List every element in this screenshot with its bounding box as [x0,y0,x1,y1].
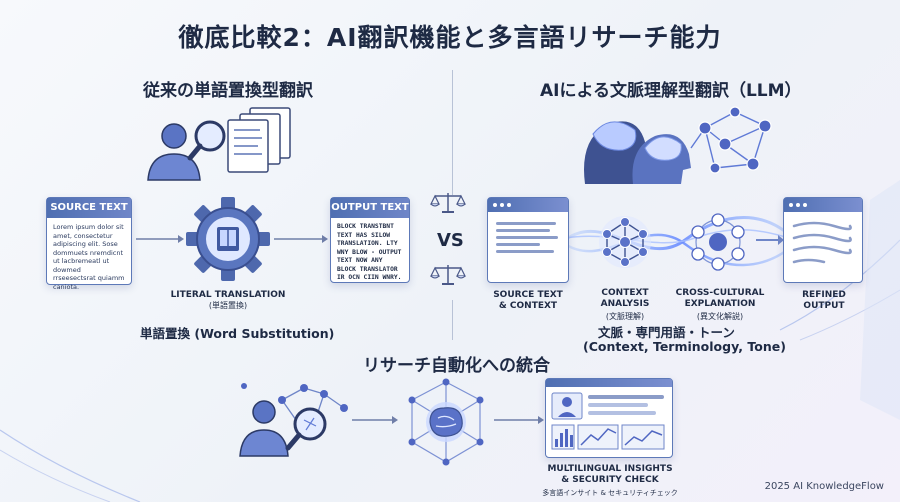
ai-brain-network-illustration [584,106,772,184]
balance-scale-icon [430,265,466,285]
researcher-search-illustration [239,383,348,457]
right-heading: AIによる文脈理解型翻訳（LLM） [540,81,802,101]
multilingual-insights-label: MULTILINGUAL INSIGHTS & SECURITY CHECK [547,464,673,485]
cross-cultural-icon-ring [691,213,745,271]
step-context-analysis-label: CONTEXT ANALYSIS [600,288,650,309]
vs-label: VS [437,230,464,251]
footer-credit: 2025 AI KnowledgeFlow [764,481,884,492]
arrow-icon [136,235,184,243]
arrow-icon [274,235,328,243]
insights-dashboard-window [545,378,673,458]
page-title: 徹底比較2：AI翻訳機能と多言語リサーチ能力 [178,23,722,52]
balance-scale-icon [430,193,466,213]
literal-translation-label: LITERAL TRANSLATION [170,290,286,300]
source-text-card: SOURCE TEXT Lorem ipsum dolor sit amet, … [46,197,132,291]
step-context-analysis-sub: (文脈理解) [605,312,645,321]
source-text-label: SOURCE TEXT [47,198,131,218]
context-caption-ja: 文脈・専門用語・トーン [598,325,735,340]
step-cross-cultural-label: CROSS-CULTURAL EXPLANATION [675,288,765,309]
arrow-icon [494,416,544,424]
step-source-context-label: SOURCE TEXT & CONTEXT [493,290,563,311]
context-caption-en: (Context, Terminology, Tone) [583,339,786,354]
left-heading: 従来の単語置換型翻訳 [143,81,313,101]
refined-output-window [783,197,863,283]
source-context-window [487,197,569,283]
center-divider [452,70,453,195]
multilingual-insights-label-ja: 多言語インサイト & セキュリティチェック [542,489,678,497]
ai-brain-hub-icon [408,378,484,466]
word-substitution-caption: 単語置換 (Word Substitution) [140,326,335,341]
step-refined-output-label: REFINED OUTPUT [802,290,846,311]
source-text-body: Lorem ipsum dolor sit amet, consectetur … [53,223,125,291]
center-divider-lower [452,300,453,340]
output-text-label: OUTPUT TEXT [331,198,409,218]
output-text-body: BLOCK TRANSTBNT TEXT HAS SILOW TRANSLATI… [337,223,402,281]
arrow-icon [756,235,784,245]
context-analysis-network-icon [599,216,651,268]
step-cross-cultural-sub: (異文化解説) [696,312,744,321]
document-search-illustration [147,107,291,181]
arrow-icon [352,416,398,424]
output-text-card: OUTPUT TEXT BLOCK TRANSTBNT TEXT HAS SIL… [330,197,410,283]
literal-translation-label-ja: (単語置換) [208,301,248,310]
gear-book-icon [186,197,270,281]
research-integration-heading: リサーチ自動化への統合 [363,356,550,376]
